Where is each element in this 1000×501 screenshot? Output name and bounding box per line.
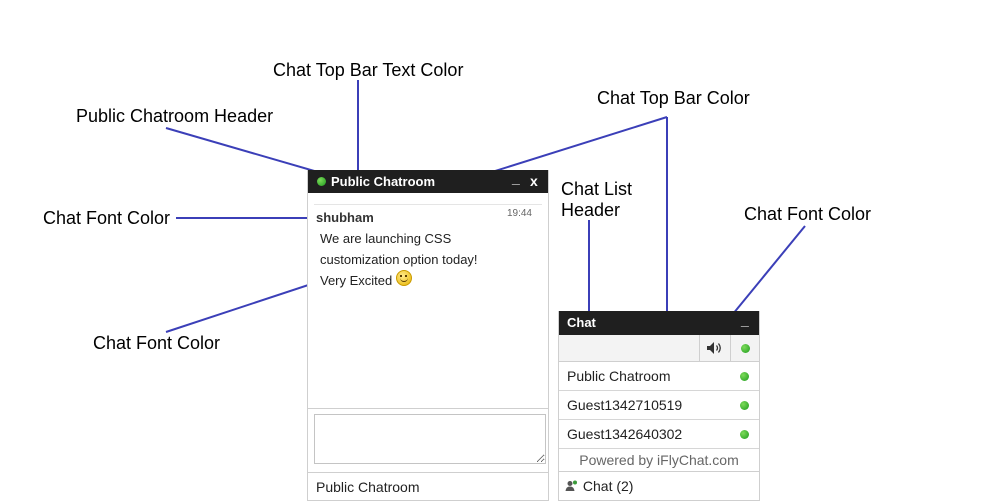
online-status-icon <box>741 343 750 353</box>
list-item[interactable]: Guest1342640302 <box>559 420 759 449</box>
annotation-chat-font-color-right: Chat Font Color <box>744 204 872 224</box>
chat-list-window: Chat _ Public Chatroom Guest1342710519 G… <box>558 311 760 501</box>
status-toggle-button[interactable] <box>730 335 760 361</box>
users-icon <box>565 480 577 491</box>
message-line: We are launching CSS <box>320 231 452 246</box>
list-item[interactable]: Public Chatroom <box>559 362 759 391</box>
chat-list-top-bar[interactable]: Chat _ <box>559 311 759 335</box>
chatroom-top-bar[interactable]: Public Chatroom _ x <box>308 170 548 193</box>
message-line: Very Excited <box>320 273 393 288</box>
chat-tab-label: Chat (2) <box>582 478 634 494</box>
online-status-icon <box>317 177 326 186</box>
message-area[interactable]: shubham 19:44 We are launching CSS custo… <box>314 204 542 408</box>
minimize-button[interactable]: _ <box>512 170 520 186</box>
message-separator <box>314 204 542 205</box>
online-status-icon <box>740 401 749 410</box>
sound-toggle-button[interactable] <box>699 335 730 361</box>
divider <box>308 408 548 409</box>
speaker-icon <box>707 342 721 354</box>
list-item-label: Public Chatroom <box>567 368 671 384</box>
close-button[interactable]: x <box>530 173 538 189</box>
chatroom-tab[interactable]: Public Chatroom <box>308 472 548 501</box>
chatroom-title: Public Chatroom <box>331 174 436 189</box>
message-username: shubham <box>316 210 374 225</box>
chat-list-toolbar <box>559 335 759 362</box>
online-status-icon <box>740 372 749 381</box>
smiley-icon <box>395 270 412 286</box>
message-line: customization option today! <box>320 252 478 267</box>
message-timestamp: 19:44 <box>506 208 532 219</box>
list-item-label: Guest1342710519 <box>567 397 683 413</box>
annotation-public-chatroom-header: Public Chatroom Header <box>76 106 274 126</box>
line-top-bar-color-a <box>475 116 668 178</box>
message-input[interactable] <box>314 414 546 464</box>
annotation-chat-font-color-left: Chat Font Color <box>43 208 171 228</box>
minimize-button[interactable]: _ <box>741 312 749 328</box>
public-chatroom-window: Public Chatroom _ x shubham 19:44 We are… <box>307 170 549 501</box>
powered-by-link[interactable]: Powered by iFlyChat.com <box>559 449 759 472</box>
chat-list-title: Chat <box>567 315 596 330</box>
annotation-chat-top-bar-text-color: Chat Top Bar Text Color <box>273 60 464 80</box>
message-text: We are launching CSS customization optio… <box>320 228 520 291</box>
annotation-chat-top-bar-color: Chat Top Bar Color <box>597 88 750 108</box>
online-status-icon <box>740 430 749 439</box>
chat-tab[interactable]: Chat (2) <box>559 472 759 500</box>
list-item[interactable]: Guest1342710519 <box>559 391 759 420</box>
annotation-chat-list-header: Chat List Header <box>561 179 633 220</box>
list-item-label: Guest1342640302 <box>567 426 683 442</box>
annotation-chat-font-color-bottom: Chat Font Color <box>93 333 221 353</box>
